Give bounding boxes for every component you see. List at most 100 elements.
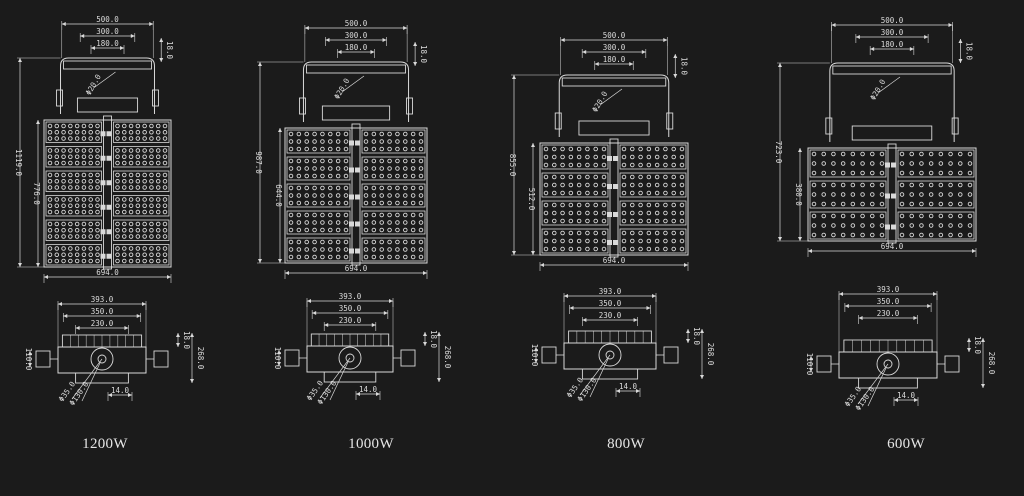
module-clip — [106, 155, 112, 161]
side-view-600w: 393.0350.0230.018.0268.0110.0Φ35.0Φ130.0… — [805, 285, 996, 412]
pivot-right — [406, 97, 413, 115]
dimension-label: 350.0 — [91, 307, 114, 316]
led-lens — [328, 227, 333, 233]
led-lens — [671, 154, 676, 160]
led-lens — [115, 172, 120, 178]
led-lens — [304, 254, 309, 260]
led-lens — [410, 166, 416, 171]
led-lens — [288, 131, 294, 137]
led-lens — [128, 160, 134, 166]
led-lens — [811, 232, 817, 238]
led-lens — [638, 218, 643, 224]
led-lens — [621, 218, 627, 224]
dimension-label: 18.0 — [165, 41, 174, 60]
led-lens — [870, 201, 875, 207]
arrowhead — [564, 294, 568, 298]
led-lens — [296, 173, 302, 179]
led-lens — [74, 221, 80, 227]
driver-box — [578, 120, 650, 136]
led-module — [113, 170, 170, 192]
led-lens — [122, 123, 127, 129]
led-lens — [54, 160, 60, 166]
arrowhead — [312, 311, 317, 315]
dimension-label: 18.0 — [679, 57, 688, 76]
led-lens — [312, 247, 317, 252]
led-lens — [560, 174, 565, 180]
led-lens — [621, 202, 627, 208]
dimension-label: 380.0 — [794, 183, 803, 206]
led-module — [541, 200, 609, 226]
led-lens — [88, 178, 93, 184]
led-lens — [343, 146, 349, 152]
dimension-label: 268.0 — [443, 346, 452, 369]
led-lens — [162, 178, 168, 184]
led-lens — [663, 230, 668, 236]
led-lens — [663, 210, 668, 216]
arrowhead — [130, 34, 135, 38]
module-clip — [100, 180, 106, 186]
led-lens — [304, 193, 309, 198]
led-lens — [371, 239, 377, 245]
led-lens — [418, 227, 424, 233]
led-lens — [128, 203, 134, 208]
pivot-left — [299, 97, 306, 115]
arrowhead — [258, 62, 262, 66]
led-lens — [967, 192, 973, 197]
led-lens — [967, 201, 973, 207]
arrowhead — [809, 368, 813, 372]
module-clip — [607, 240, 612, 245]
dimension-label: 694.0 — [345, 264, 368, 273]
led-lens — [54, 185, 60, 190]
led-lens — [418, 254, 424, 260]
led-lens — [88, 246, 93, 251]
arrowhead — [36, 120, 40, 124]
led-lens — [403, 220, 408, 225]
arrowhead — [981, 338, 985, 342]
led-lens — [320, 193, 325, 198]
arrowhead — [190, 333, 194, 337]
led-lens — [47, 203, 53, 208]
led-lens — [95, 136, 100, 141]
led-lens — [560, 210, 565, 216]
led-lens — [387, 173, 392, 179]
led-lens — [831, 192, 836, 197]
pivot-left — [554, 112, 562, 130]
housing-body — [838, 351, 938, 379]
arrowhead — [913, 316, 918, 320]
led-lens — [919, 213, 924, 219]
arrowhead — [534, 359, 538, 363]
led-lens — [343, 212, 349, 218]
led-lens — [638, 238, 643, 244]
led-lens — [576, 246, 582, 252]
led-lens — [403, 173, 408, 179]
led-lens — [328, 247, 333, 252]
led-lens — [552, 230, 557, 236]
dimension-label: 110.0 — [805, 353, 814, 376]
led-lens — [88, 227, 93, 233]
led-lens — [410, 158, 416, 164]
led-lens — [958, 161, 963, 166]
led-lens — [128, 185, 134, 190]
arrowhead — [629, 62, 634, 66]
arrowhead — [569, 306, 574, 310]
led-lens — [61, 160, 66, 166]
led-lens — [135, 185, 141, 190]
led-lens — [74, 154, 80, 159]
led-lens — [320, 131, 325, 137]
led-lens — [560, 230, 565, 236]
caption-1000w: 1000W — [348, 436, 394, 452]
led-lens — [638, 154, 643, 160]
led-lens — [47, 123, 53, 129]
led-lens — [948, 213, 953, 219]
led-lens — [122, 185, 127, 190]
led-lens — [312, 185, 317, 191]
led-lens — [149, 252, 154, 257]
led-lens — [88, 172, 93, 178]
led-lens — [899, 170, 905, 176]
led-lens — [840, 161, 846, 166]
led-lens — [585, 154, 590, 160]
arrowhead — [383, 311, 388, 315]
led-lens — [593, 230, 598, 236]
led-lens — [679, 146, 685, 152]
dimension-label: 268.0 — [196, 347, 205, 370]
